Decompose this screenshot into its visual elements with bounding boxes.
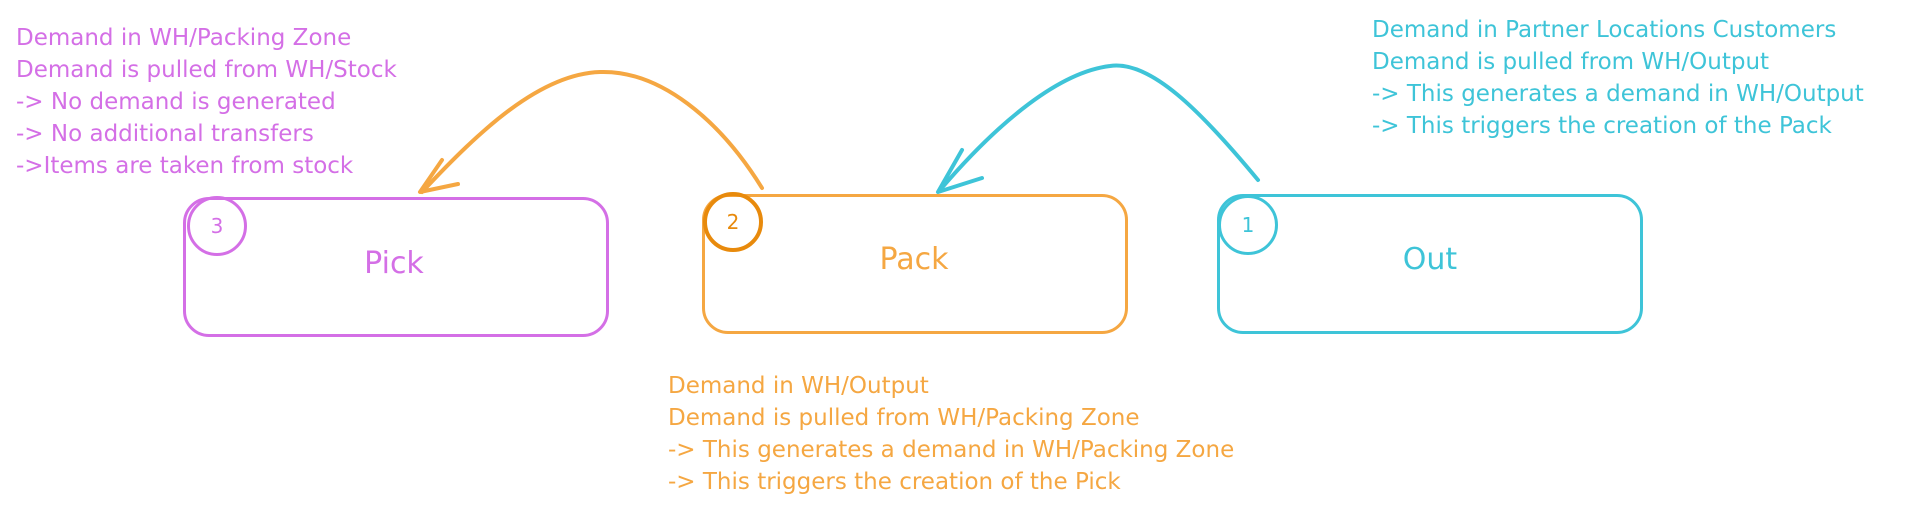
note-out-line: -> This triggers the creation of the Pac… (1372, 113, 1832, 139)
note-out: Demand in Partner Locations Customers De… (1372, 14, 1864, 142)
note-out-line: Demand in Partner Locations Customers (1372, 17, 1837, 43)
out-label: Out (1402, 242, 1458, 277)
note-pick-line: Demand in WH/Packing Zone (16, 25, 352, 51)
note-out-line: -> This generates a demand in WH/Output (1372, 81, 1864, 107)
note-pack-line: Demand is pulled from WH/Packing Zone (668, 405, 1140, 431)
pack-box (702, 194, 1128, 334)
out-box (1217, 194, 1643, 334)
pack-step-badge: 2 (703, 192, 763, 252)
note-out-line: Demand is pulled from WH/Output (1372, 49, 1770, 75)
note-pack-line: Demand in WH/Output (668, 373, 929, 399)
note-pack-line: -> This generates a demand in WH/Packing… (668, 437, 1235, 463)
arrow-pack-to-pick-head (418, 158, 460, 194)
arrow-out-to-pack-head (936, 148, 984, 194)
note-pack-line: -> This triggers the creation of the Pic… (668, 469, 1121, 495)
pick-label: Pick (364, 246, 424, 281)
pack-label: Pack (879, 242, 949, 277)
note-pick-line: -> No additional transfers (16, 121, 314, 147)
arrow-out-to-pack (936, 63, 1260, 194)
arrow-pack-to-pick (418, 69, 764, 194)
note-pick-line: ->Items are taken from stock (16, 153, 354, 179)
arrow-out-to-pack-curve (938, 63, 1260, 192)
note-pick: Demand in WH/Packing Zone Demand is pull… (16, 22, 397, 182)
pick-box (183, 197, 609, 337)
note-pick-line: -> No demand is generated (16, 89, 336, 115)
out-step-badge: 1 (1218, 195, 1278, 255)
note-pick-line: Demand is pulled from WH/Stock (16, 57, 397, 83)
pick-step-badge: 3 (187, 196, 247, 256)
note-pack: Demand in WH/Output Demand is pulled fro… (668, 370, 1234, 498)
arrow-pack-to-pick-curve (420, 69, 764, 194)
